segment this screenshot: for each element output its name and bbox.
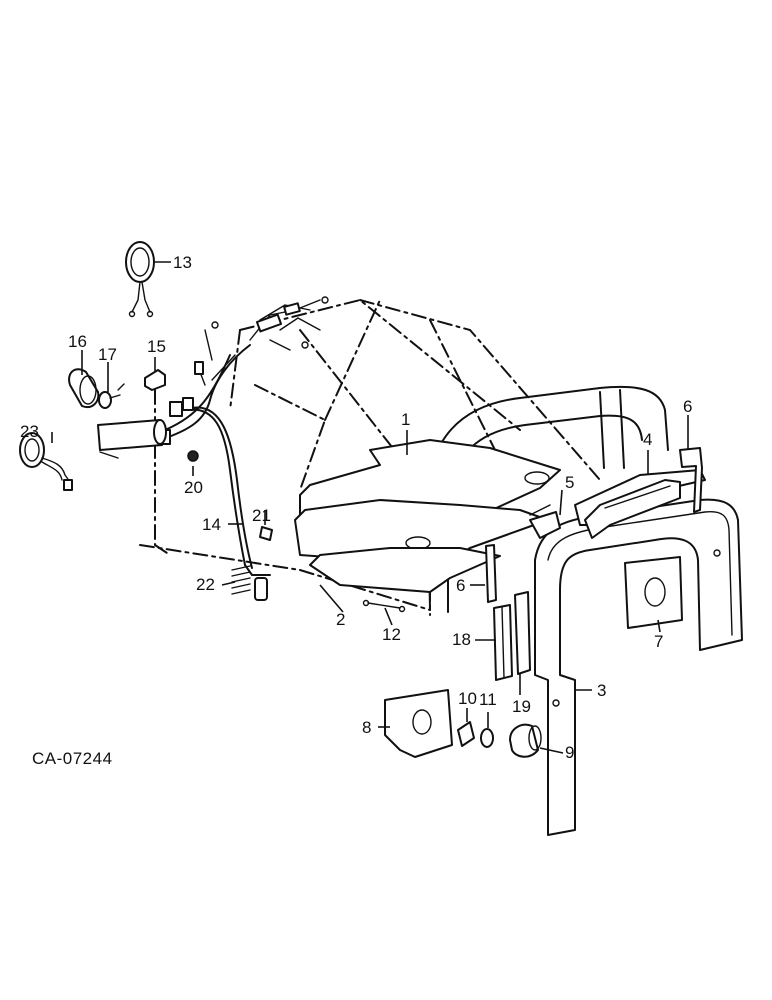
lamp-16 [68,368,100,408]
light-tube [97,419,167,459]
callout-3: 3 [597,681,606,700]
callout-17: 17 [98,345,117,364]
callout-15: 15 [147,337,166,356]
console-cover [574,469,706,539]
callout-18: 18 [452,630,471,649]
callout-23: 23 [20,422,39,441]
fender-panel [534,498,743,836]
channel-lower [485,544,497,603]
figure-code: CA-07244 [32,749,113,768]
spring-22 [231,565,268,601]
callout-11: 11 [479,690,497,709]
bracket [529,504,561,539]
leader-lines [51,261,689,754]
seal-strip-19 [514,591,531,675]
lamp-13 [125,241,155,318]
seal-strip-18 [493,604,513,681]
bolt-21 [259,526,273,541]
cover-plate [384,689,453,758]
callout-5: 5 [565,473,574,492]
callout-6-upper: 6 [683,397,692,416]
callout-19: 19 [512,697,531,716]
grommet-20 [187,450,199,462]
callout-22: 22 [196,575,215,594]
callout-12: 12 [382,625,401,644]
channel-upper [679,447,703,513]
callout-20: 20 [184,478,203,497]
callout-10: 10 [458,689,477,708]
callout-9: 9 [565,743,574,762]
callout-6-lower: 6 [456,576,465,595]
plug [509,723,542,758]
callout-14: 14 [202,515,221,534]
bulb-17 [98,383,125,409]
lamp-23 [19,432,73,491]
callout-13: 13 [173,253,192,272]
rear-panel [624,556,683,629]
callout-16: 16 [68,332,87,351]
callout-4: 4 [643,430,652,449]
callout-labels: 1 2 3 4 5 6 6 7 8 9 10 11 12 13 14 15 16… [20,253,692,762]
floor-mat-lower [309,547,501,593]
connector-15 [144,369,166,391]
screw-12 [362,599,406,613]
callout-1: 1 [401,410,410,429]
clip [457,721,475,747]
callout-7: 7 [654,632,663,651]
washer [480,728,494,748]
callout-2: 2 [336,610,345,629]
callout-21: 21 [252,506,271,525]
callout-8: 8 [362,718,371,737]
